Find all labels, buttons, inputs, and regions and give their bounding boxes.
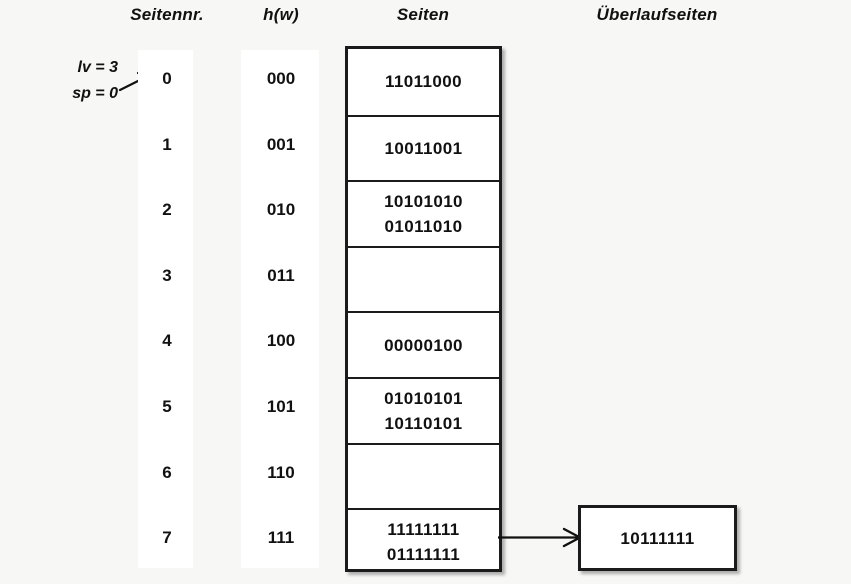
hw-column-background: [241, 50, 319, 568]
seiten-row: 00000100: [348, 311, 499, 377]
overflow-entry: 10111111: [620, 528, 695, 548]
seitennr-cell: 7: [162, 528, 172, 548]
seiten-entry: 11111111: [387, 519, 460, 539]
seiten-entry: 11011000: [385, 72, 462, 92]
seitennr-cell: 2: [162, 200, 172, 220]
seitennr-cell: 4: [162, 331, 172, 351]
seiten-row: 10101010 01011010: [348, 180, 499, 246]
hw-cell: 001: [266, 134, 296, 154]
seitennr-cell: 5: [162, 397, 172, 416]
column-header-ueberlaufseiten: Überlaufseiten: [596, 5, 718, 24]
seiten-row: 11111111 01111111: [348, 508, 499, 574]
annotation-lv: lv = 3: [77, 59, 118, 76]
seiten-row: [348, 245, 499, 312]
seiten-row: 10011001: [348, 114, 499, 181]
seiten-row: 01010101 10110101: [348, 377, 499, 443]
hw-cell: 101: [266, 397, 296, 416]
seiten-entry: 10011001: [384, 138, 463, 158]
seiten-entry: 01111111: [386, 544, 461, 564]
seitennr-cell: 3: [162, 265, 172, 285]
seiten-row: [348, 442, 499, 509]
hw-cell: 000: [266, 69, 296, 88]
hw-cell: 100: [266, 331, 296, 351]
column-header-seitennr: Seitennr.: [130, 5, 204, 24]
annotation-sp: sp = 0: [72, 85, 118, 102]
hw-cell: 011: [267, 265, 295, 285]
seiten-entry: 01010101: [384, 388, 463, 408]
seitennr-column-background: [138, 50, 193, 568]
hw-cell: 111: [267, 528, 295, 548]
parameter-annotation: lv = 3 sp = 0: [38, 55, 118, 107]
column-header-hw: h(w): [263, 5, 299, 24]
seiten-table: 11011000 10011001 10101010 01011010 0000…: [345, 46, 502, 572]
overflow-page-box: 10111111: [578, 505, 737, 571]
seiten-entry: 10110101: [384, 413, 463, 433]
seitennr-cell: 6: [162, 462, 172, 482]
arrow-right-icon: [498, 527, 582, 548]
seiten-row: 11011000: [348, 49, 499, 115]
seitennr-cell: 0: [162, 69, 172, 88]
seitennr-cell: 1: [162, 134, 172, 154]
hw-cell: 110: [267, 462, 295, 482]
seiten-entry: 00000100: [384, 335, 463, 355]
hw-cell: 010: [266, 200, 296, 220]
seiten-entry: 10101010: [384, 191, 463, 211]
column-header-seiten: Seiten: [396, 5, 450, 24]
seiten-entry: 01011010: [384, 216, 463, 236]
